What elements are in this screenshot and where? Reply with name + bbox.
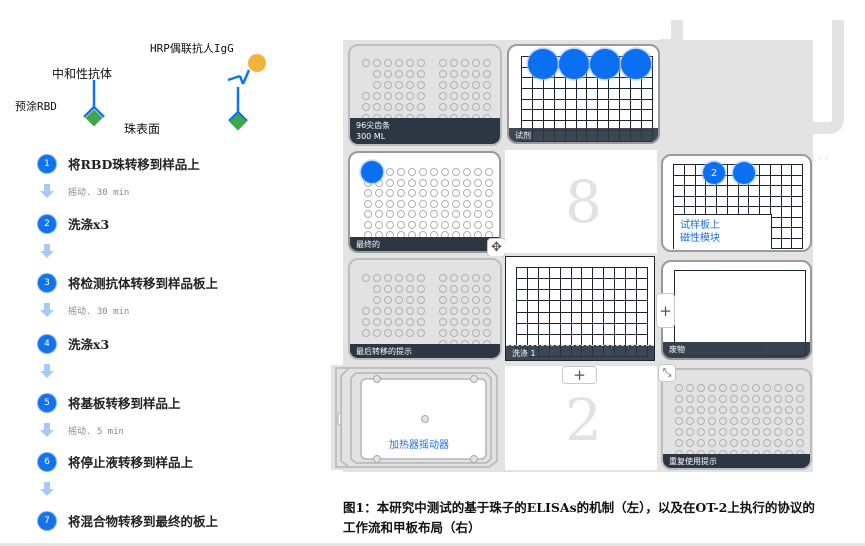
add-labware-button[interactable]: + bbox=[562, 366, 597, 384]
pipette-tip-marker: 2 bbox=[703, 162, 725, 184]
plate-label: 最终的 bbox=[350, 237, 499, 251]
module-label-line1: 试样板上 bbox=[680, 220, 720, 231]
tip-grid bbox=[360, 272, 492, 349]
hrp-antibody-complex-icon bbox=[227, 54, 266, 131]
step-title: 将混合物转移到最终的板上 bbox=[68, 514, 219, 529]
step-connector bbox=[40, 364, 54, 378]
ot2-deck: 96尖齿条 300 ML 试剂 bbox=[331, 40, 813, 472]
step-number-badge: 6 bbox=[38, 452, 56, 471]
step-title: 将基板转移到样品上 bbox=[68, 396, 181, 411]
pipette-tip-marker bbox=[621, 49, 651, 79]
label-precoated-rbd: 预涂RBD bbox=[15, 100, 57, 113]
plate-label-line2: 300 ML bbox=[356, 132, 386, 141]
step-title: 洗涤x3 bbox=[68, 337, 110, 352]
antibody-rbd-icon bbox=[83, 80, 105, 127]
magnetic-module-sample-plate[interactable]: 试样板上 磁性模块 2 bbox=[661, 154, 812, 252]
tip-grid bbox=[673, 382, 805, 459]
move-labware-button[interactable]: ✥ bbox=[487, 238, 506, 257]
deck-slot-6[interactable]: 废物 + bbox=[656, 256, 813, 360]
deck-slot-3[interactable]: 重复使用提示 ⤡ bbox=[658, 364, 813, 470]
bottom-divider bbox=[0, 543, 865, 546]
down-arrow-icon bbox=[40, 244, 54, 258]
deck-slot-8[interactable]: 8 bbox=[505, 150, 657, 253]
heater-shaker-module bbox=[335, 367, 498, 468]
module-label-line2: 磁性模块 bbox=[680, 233, 720, 244]
label-neutralizing-antibody: 中和性抗体 bbox=[52, 67, 113, 81]
down-arrow-icon bbox=[40, 364, 54, 378]
plate-label-line1: 96尖齿条 bbox=[356, 121, 391, 130]
pipette-tip-marker bbox=[733, 162, 755, 184]
deck-slot-10[interactable]: 96尖齿条 300 ML bbox=[347, 43, 502, 146]
workflow-step: 4 洗涤x3 bbox=[38, 334, 109, 353]
module-label: 加热器摇动器 bbox=[389, 440, 449, 451]
plate-label: 最后转移的提示 bbox=[350, 344, 500, 358]
wash-plate[interactable]: 洗涤 1 bbox=[505, 256, 655, 361]
step-title: 将停止液转移到样品上 bbox=[68, 455, 194, 470]
workflow-step: 5 将基板转移到样品上 bbox=[38, 393, 181, 412]
waste-reservoir[interactable]: 废物 bbox=[661, 260, 812, 360]
expand-button[interactable]: ⤡ bbox=[658, 364, 676, 382]
final-plate[interactable]: 最终的 bbox=[348, 151, 501, 253]
step-connector: 摇动. 30 min bbox=[40, 184, 129, 198]
down-arrow-icon bbox=[40, 423, 54, 437]
tip-grid bbox=[360, 57, 492, 123]
down-arrow-icon bbox=[40, 303, 54, 317]
workflow-step: 2 洗涤x3 bbox=[38, 214, 109, 233]
step-number-badge: 7 bbox=[38, 511, 56, 530]
step-number-badge: 5 bbox=[38, 393, 56, 412]
step-number-badge: 3 bbox=[38, 273, 56, 292]
overflow-column-marks: ··· bbox=[812, 156, 833, 163]
deck-slot-4[interactable]: 最后转移的提示 bbox=[347, 256, 502, 360]
step-number-badge: 1 bbox=[38, 154, 56, 173]
deck-slot-11[interactable]: 试剂 bbox=[505, 43, 660, 146]
workflow-step: 3 将检测抗体转移到样品板上 bbox=[38, 273, 218, 292]
down-arrow-icon bbox=[40, 184, 54, 198]
pipette-tip-marker bbox=[559, 49, 589, 79]
workflow-step: 6 将停止液转移到样品上 bbox=[38, 452, 193, 471]
step-number-badge: 2 bbox=[38, 214, 56, 233]
reuse-tip-rack[interactable]: 重复使用提示 bbox=[661, 368, 812, 470]
deck-slot-5[interactable]: 洗涤 1 bbox=[505, 256, 655, 361]
well-grid bbox=[516, 266, 649, 358]
last-transfer-tip-rack[interactable]: 最后转移的提示 bbox=[348, 258, 502, 360]
plate-label: 96尖齿条 300 ML bbox=[350, 118, 500, 144]
step-number-badge: 4 bbox=[38, 334, 56, 353]
step-title: 洗涤x3 bbox=[68, 217, 110, 232]
workflow-step: 7 将混合物转移到最终的板上 bbox=[38, 511, 218, 530]
well-grid bbox=[362, 167, 494, 241]
label-bead-surface: 珠表面 bbox=[124, 122, 161, 136]
deck-slot-9[interactable]: 试样板上 磁性模块 2 bbox=[660, 150, 813, 253]
label-hrp-antibody: HRP偶联抗人IgG bbox=[150, 42, 234, 55]
module-label-box: 试样板上 磁性模块 bbox=[674, 214, 772, 249]
workflow-step: 1 将RBD珠转移到样品上 bbox=[38, 154, 200, 173]
deck-slot-1[interactable]: 加热器摇动器 bbox=[331, 365, 501, 470]
pipette-tip-marker bbox=[361, 161, 383, 183]
slot-number: 8 bbox=[565, 168, 602, 236]
step-shake-note: 摇动. 30 min bbox=[68, 187, 130, 198]
figure-caption: 图1：本研究中测试的基于珠子的ELISAs的机制（左），以及在OT-2上执行的协… bbox=[343, 500, 815, 535]
down-arrow-icon bbox=[40, 482, 54, 496]
step-shake-note: 摇动. 30 min bbox=[68, 306, 130, 317]
tip-rack-300[interactable]: 96尖齿条 300 ML bbox=[348, 44, 502, 146]
step-connector bbox=[40, 244, 54, 258]
step-shake-note: 摇动. 5 min bbox=[68, 426, 124, 437]
plate-label: 洗涤 1 bbox=[506, 345, 654, 360]
step-connector: 摇动. 5 min bbox=[40, 423, 124, 437]
plate-label: 试剂 bbox=[509, 128, 658, 142]
step-connector: 摇动. 30 min bbox=[40, 303, 129, 317]
reagent-plate[interactable]: 试剂 bbox=[507, 44, 660, 144]
deck-slot-7[interactable]: 最终的 ✥ bbox=[347, 150, 506, 257]
pipette-tip-marker bbox=[528, 49, 558, 79]
add-labware-button[interactable]: + bbox=[656, 293, 675, 328]
slot-number: 2 bbox=[565, 386, 602, 454]
step-title: 将检测抗体转移到样品板上 bbox=[68, 276, 219, 291]
plate-label: 废物 bbox=[663, 342, 810, 358]
plate-label: 重复使用提示 bbox=[663, 454, 810, 468]
pipette-tip-marker bbox=[590, 49, 620, 79]
step-connector bbox=[40, 482, 54, 496]
step-title: 将RBD珠转移到样品上 bbox=[68, 157, 200, 172]
deck-slot-2[interactable]: 2 + bbox=[505, 366, 657, 470]
